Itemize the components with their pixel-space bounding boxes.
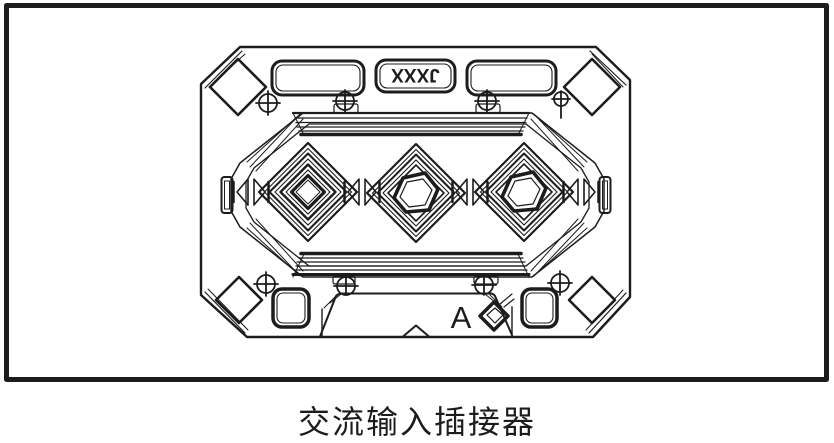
target-mark-icon (332, 89, 358, 114)
datum-label: A (451, 300, 472, 335)
target-mark-icon (253, 271, 279, 297)
target-marks (253, 89, 573, 297)
latch-hole-right (520, 287, 559, 329)
slot-center: JXXX (374, 58, 457, 94)
contact-opening-center (365, 142, 467, 244)
top-line-band (291, 103, 531, 137)
target-mark-icon (255, 90, 281, 116)
corner-diamond-top-right (562, 57, 622, 117)
side-key-tabs (220, 176, 612, 214)
figure-caption: 交流输入插接器 (297, 403, 536, 441)
latch-holes (271, 287, 559, 329)
target-mark-icon (547, 270, 573, 296)
target-mark-stem-icon (551, 90, 571, 119)
slot-right (465, 59, 558, 97)
corner-diamond-bottom-right (567, 275, 617, 325)
datum-feature (478, 293, 515, 332)
target-mark-icon (474, 89, 500, 114)
bottom-line-band (291, 251, 531, 285)
target-mark-icon (471, 275, 497, 296)
top-slots: JXXX (270, 58, 558, 97)
connector-marking-text: JXXX (391, 64, 440, 85)
slot-left (270, 59, 366, 97)
contact-opening-right (473, 141, 575, 243)
contour-fan-lines (246, 113, 588, 277)
corner-diamond-top-left (208, 57, 268, 117)
latch-hole-left (271, 287, 311, 329)
corner-diamonds (208, 57, 622, 325)
corner-diamond-bottom-left (214, 275, 264, 325)
contact-opening-left (257, 141, 359, 243)
figure-frame (4, 3, 829, 382)
